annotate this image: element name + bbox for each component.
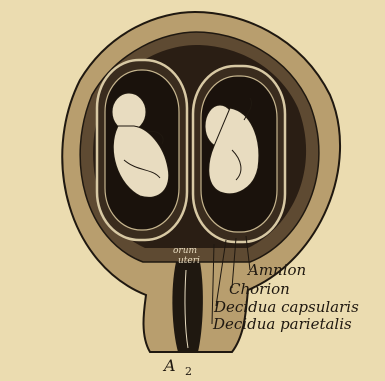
label-decidua-parietalis: Decidua parietalis — [213, 317, 352, 332]
cervix — [172, 262, 203, 352]
os-uteri-word-2: uteri — [178, 257, 200, 266]
os-uteri-word-1: orum — [173, 247, 197, 256]
label-chorion: Chorion — [229, 282, 290, 297]
label-decidua-capsularis: Decidua capsularis — [214, 300, 359, 315]
figure-letter: A — [164, 358, 176, 374]
figure-number: 2 — [185, 366, 192, 377]
label-amnion: Amnion — [248, 263, 306, 278]
